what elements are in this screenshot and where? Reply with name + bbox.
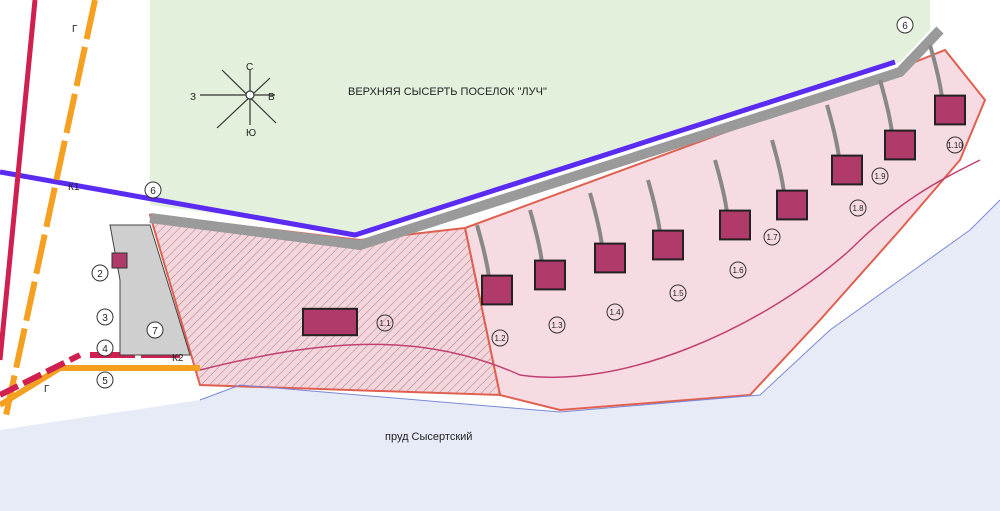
- lot-number: 1.4: [609, 308, 621, 317]
- lot-marker[interactable]: 1.5: [669, 284, 687, 302]
- marker-number: 6: [902, 21, 908, 32]
- road-label-k1: К1: [68, 182, 80, 193]
- orange-road-2: [0, 365, 62, 408]
- road-label-k2: К2: [172, 353, 184, 364]
- lot-circle: [491, 329, 509, 347]
- parking-lot: [109, 224, 191, 356]
- lot-number: 1.8: [852, 204, 864, 213]
- compass-rose: [200, 69, 277, 129]
- lot-number: 1.10: [947, 141, 963, 150]
- lot-marker[interactable]: 1.6: [729, 261, 747, 279]
- marker-number: 4: [102, 344, 108, 355]
- lot-number: 1.1: [379, 319, 391, 328]
- lot-circle: [871, 167, 889, 185]
- legend-marker: 5: [96, 371, 114, 389]
- protection-line: [199, 159, 981, 379]
- house: [594, 242, 626, 274]
- crimson-road-1: [0, 0, 38, 361]
- legend-marker: 2: [91, 264, 109, 282]
- house: [831, 154, 863, 186]
- green-zone: [150, 0, 930, 232]
- house: [776, 189, 808, 221]
- lot-circle: [729, 261, 747, 279]
- road-label-g1: Г: [72, 24, 78, 35]
- house: [934, 94, 966, 126]
- lot-marker[interactable]: 1.4: [606, 303, 624, 321]
- compass-east: В: [268, 92, 275, 103]
- house: [481, 274, 513, 306]
- marker-number: 2: [97, 269, 103, 280]
- house: [884, 129, 916, 161]
- lot-marker[interactable]: 1.9: [871, 167, 889, 185]
- legend-marker: 6: [896, 16, 914, 34]
- pond-water: [0, 200, 1000, 511]
- settlement-label: ВЕРХНЯЯ СЫСЕРТЬ ПОСЕЛОК "ЛУЧ": [348, 86, 547, 98]
- lot-marker[interactable]: 1.10: [946, 136, 964, 154]
- lot-number: 1.5: [672, 289, 684, 298]
- lot-marker[interactable]: 1.2: [491, 329, 509, 347]
- boundary-line: [0, 59, 896, 238]
- marker-number: 3: [102, 313, 108, 324]
- lot-number: 1.6: [732, 266, 744, 275]
- access-road: [149, 26, 944, 251]
- lot-number: 1.7: [766, 233, 778, 242]
- orange-road-1: [2, 0, 98, 421]
- compass-north: С: [246, 62, 253, 73]
- lot-number: 1.9: [874, 172, 886, 181]
- lot-circle: [548, 316, 566, 334]
- road-label-g2: Г: [44, 384, 50, 395]
- lot-number: 1.3: [551, 321, 563, 330]
- legend-marker: 7: [146, 321, 164, 339]
- house: [534, 259, 566, 291]
- marker-number: 6: [150, 186, 156, 197]
- lot-circle: [669, 284, 687, 302]
- crimson-road-2: [0, 352, 82, 398]
- compass-south: Ю: [246, 128, 256, 139]
- lot-circle: [849, 199, 867, 217]
- marker-number: 5: [102, 376, 108, 387]
- marker-number: 7: [152, 326, 158, 337]
- legend-marker: 6: [144, 181, 162, 199]
- lot-marker[interactable]: 1.8: [849, 199, 867, 217]
- lot-number: 1.2: [494, 334, 506, 343]
- lot-circle: [376, 314, 394, 332]
- parking-building: [111, 252, 128, 269]
- compass-west: З: [190, 92, 196, 103]
- lot-circle: [946, 136, 964, 154]
- legend-marker: 4: [96, 339, 114, 357]
- legend-marker: 3: [96, 308, 114, 326]
- house: [719, 209, 751, 241]
- house: [652, 229, 684, 261]
- lot-circle: [763, 228, 781, 246]
- lot-marker[interactable]: 1.1: [376, 314, 394, 332]
- house: [302, 307, 358, 337]
- lot-marker[interactable]: 1.3: [548, 316, 566, 334]
- pond-shore: [199, 199, 1000, 413]
- lot-marker[interactable]: 1.7: [763, 228, 781, 246]
- lot-circle: [606, 303, 624, 321]
- pond-label: пруд Сысертский: [385, 431, 472, 443]
